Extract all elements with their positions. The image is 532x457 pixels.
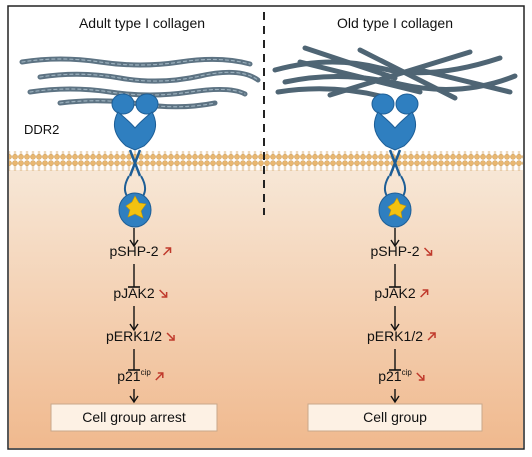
cascade-node: pJAK2	[113, 285, 154, 301]
cascade-node: pSHP-2	[370, 243, 419, 259]
diagonal-down-arrow-icon	[423, 247, 433, 256]
cascade-node: pERK1/2	[106, 328, 162, 344]
old-collagen-fibrils	[272, 45, 518, 101]
cascade-node: p21cip	[378, 368, 412, 384]
arrow-head	[390, 239, 400, 248]
diagonal-up-arrow-icon	[155, 372, 164, 381]
cascade-node: pSHP-2	[109, 243, 158, 259]
arrow-head	[390, 323, 400, 332]
arrow-head	[129, 239, 139, 248]
arrow-head	[390, 395, 400, 404]
outcome-label: Cell group arrest	[82, 409, 186, 425]
diagonal-up-arrow-icon	[162, 247, 172, 256]
cascade-node: p21cip	[117, 368, 151, 384]
ddr2-receptor-old	[371, 93, 419, 228]
outcome-label: Cell group	[363, 409, 427, 425]
arrow-head	[129, 395, 139, 404]
diagonal-up-arrow-icon	[427, 332, 436, 341]
diagonal-up-arrow-icon	[420, 289, 429, 298]
ddr2-label: DDR2	[24, 122, 59, 137]
panel-title-adult: Adult type I collagen	[79, 15, 205, 31]
diagonal-down-arrow-icon	[159, 289, 168, 298]
arrow-head	[129, 323, 139, 332]
outcome-box	[50, 403, 218, 432]
diagonal-down-arrow-icon	[166, 332, 175, 341]
ddr2-receptor-adult	[111, 93, 159, 228]
diagonal-down-arrow-icon	[416, 372, 425, 381]
outcome-box	[307, 403, 483, 432]
cascade-node: pERK1/2	[367, 328, 423, 344]
cytoplasm-region	[9, 170, 523, 448]
cell-membrane	[9, 151, 523, 171]
panel-title-old: Old type I collagen	[337, 15, 453, 31]
cascade-node: pJAK2	[374, 285, 415, 301]
